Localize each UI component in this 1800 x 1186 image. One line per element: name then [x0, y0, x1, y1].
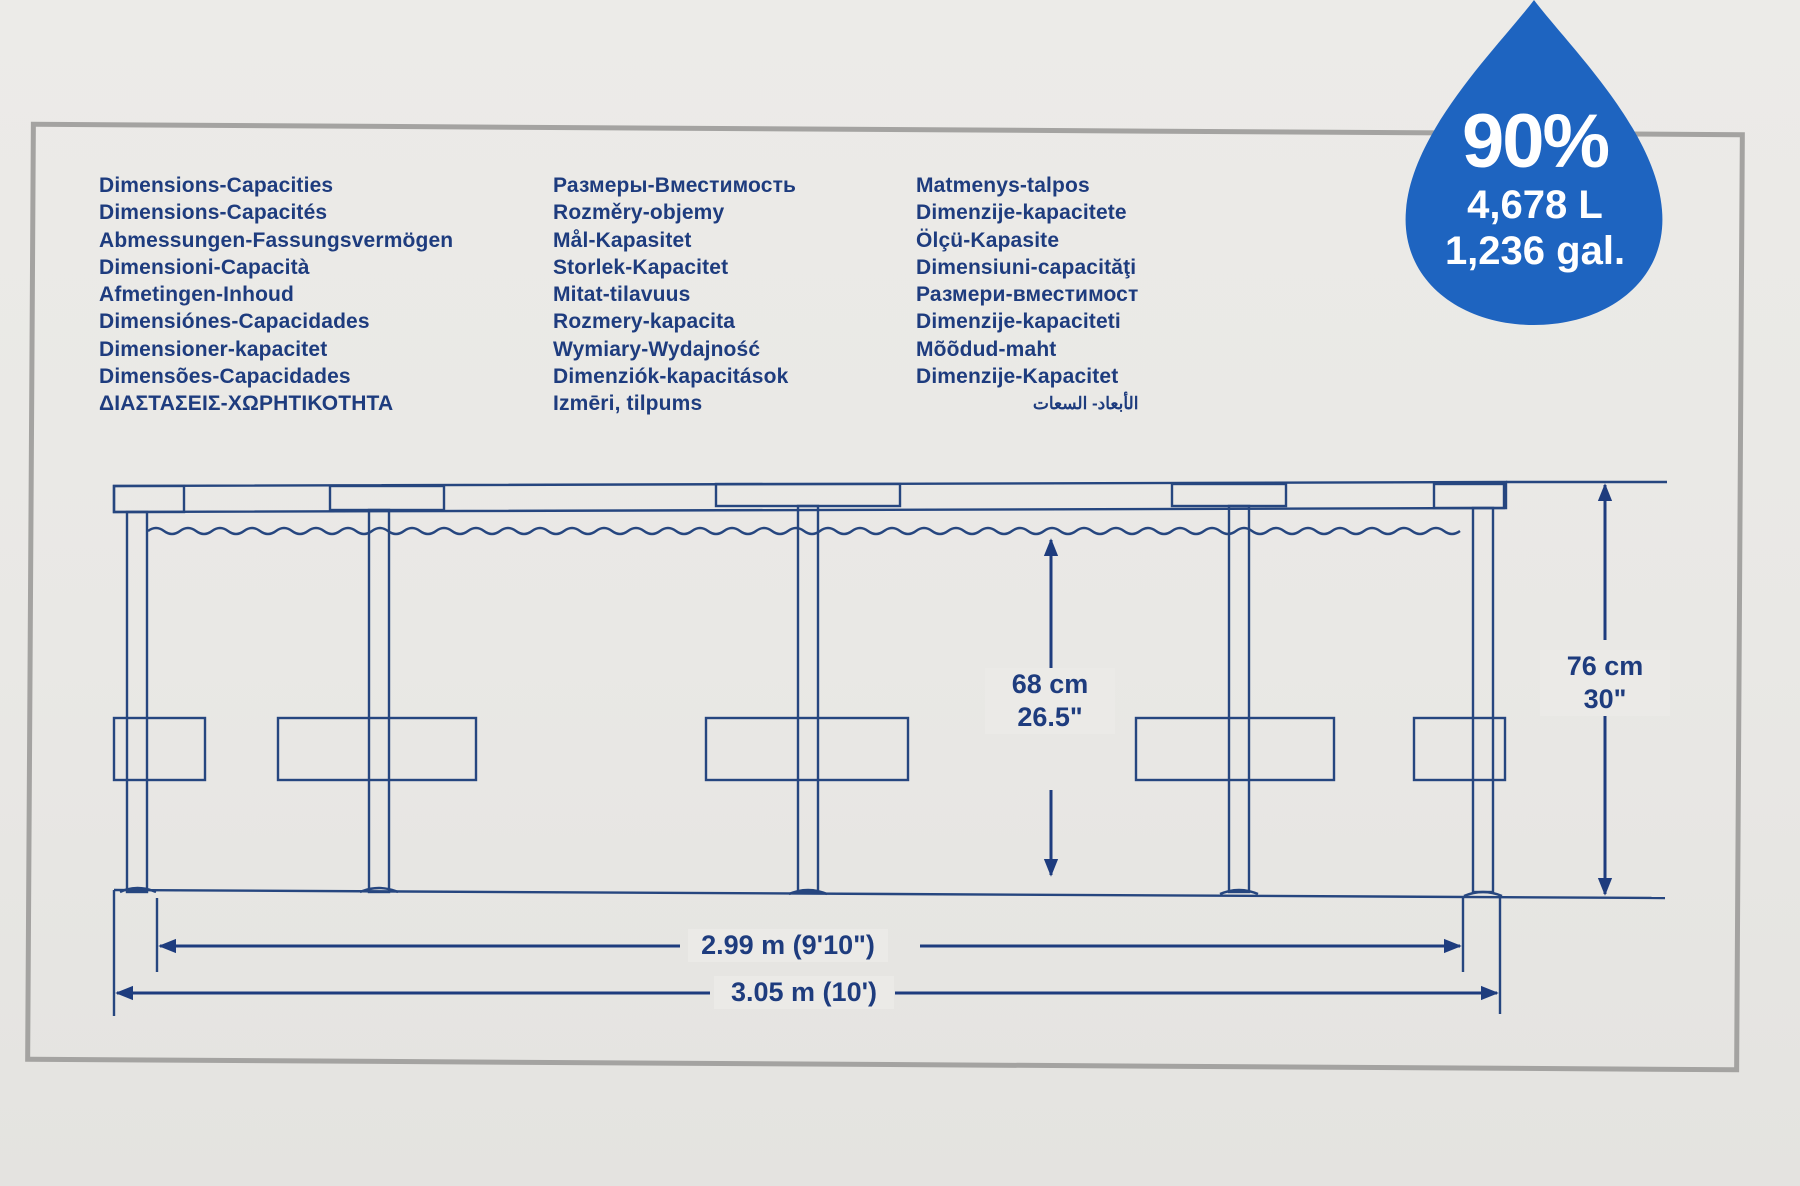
heading-no: Mål-Kapasitet — [553, 228, 692, 252]
capacity-badge: 90% 4,678 L 1,236 gal. — [1410, 102, 1660, 274]
leg — [1227, 504, 1251, 894]
leg-foot — [1219, 888, 1259, 896]
ground-line — [113, 888, 1666, 900]
inner-length-label: 2.99 m (9'10") — [688, 929, 888, 962]
heading-sk: Rozmery-kapacita — [553, 310, 736, 334]
heading-ru: Размеры-Вместимость — [553, 174, 797, 197]
leg — [796, 504, 820, 894]
leg-strap — [704, 716, 910, 782]
leg-foot — [1463, 890, 1503, 898]
heading-ro: Dimensiuni-capacităţi — [916, 255, 1137, 279]
heading-cs: Rozměry-objemy — [553, 201, 725, 225]
capacity-gallons: 1,236 gal. — [1444, 229, 1626, 273]
heading-fr: Dimensions-Capacités — [99, 201, 328, 225]
heading-tr: Ölçü-Kapasite — [916, 228, 1060, 252]
heading-nl: Afmetingen-Inhoud — [99, 283, 295, 307]
heading-it: Dimensioni-Capacità — [99, 255, 310, 279]
capacity-liters: 4,678 L — [1467, 183, 1603, 227]
heading-es: Dimensiónes-Capacidades — [99, 310, 370, 334]
leg-foot — [359, 886, 399, 894]
water-depth-in: 26.5" — [985, 701, 1115, 734]
heading-hu: Dimenziók-kapacitások — [553, 365, 789, 389]
water-depth-label: 68 cm 26.5" — [985, 668, 1115, 734]
heading-column-1: Dimensions-Capacities Dimensions-Capacit… — [99, 172, 453, 418]
top-rail — [112, 480, 1508, 514]
heading-lv: Izmēri, tilpums — [553, 392, 703, 416]
leg-foot — [788, 888, 828, 896]
heading-de: Abmessungen-Fassungsvermögen — [99, 228, 454, 252]
heading-sv: Storlek-Kapacitet — [553, 255, 729, 279]
heading-column-2: Размеры-Вместимость Rozměry-objemy Mål-K… — [553, 172, 796, 418]
rail-connector — [1432, 482, 1506, 510]
heading-lt: Matmenys-talpos — [916, 174, 1090, 197]
leg-strap — [276, 716, 478, 782]
heading-bg: Размери-вместимост — [916, 283, 1139, 307]
leg-strap — [112, 716, 207, 782]
heading-et: Mõõdud-maht — [916, 337, 1057, 361]
leg-foot — [119, 886, 157, 894]
rail-connector — [714, 482, 902, 508]
corner-leg-left — [125, 510, 149, 894]
heading-ar: الأبعاد- السعات — [1032, 394, 1139, 414]
heading-bs: Dimenzije-Kapacitet — [916, 365, 1119, 389]
water-depth-cm: 68 cm — [985, 668, 1115, 701]
wall-height-cm: 76 cm — [1540, 650, 1670, 683]
heading-sl: Dimenzije-kapaciteti — [916, 310, 1121, 334]
heading-el: ΔΙΑΣΤΑΣΕΙΣ-ΧΩΡΗΤΙΚΟΤΗΤΑ — [99, 392, 394, 416]
leg-strap — [1412, 716, 1507, 782]
rail-connector — [1170, 482, 1288, 508]
wall-height-label: 76 cm 30" — [1540, 650, 1670, 716]
heading-da: Dimensioner-kapacitet — [99, 337, 328, 361]
heading-en: Dimensions-Capacities — [99, 174, 334, 197]
wall-height-in: 30" — [1540, 683, 1670, 716]
leg — [367, 508, 391, 894]
corner-leg-right — [1471, 506, 1495, 894]
rail-connector — [328, 484, 446, 512]
capacity-percent: 90% — [1461, 99, 1610, 184]
inner-length-text: 2.99 m (9'10") — [688, 929, 888, 962]
outer-length-text: 3.05 m (10') — [714, 976, 894, 1009]
heading-hr: Dimenzije-kapacitete — [916, 201, 1127, 225]
leg-strap — [1134, 716, 1336, 782]
heading-fi: Mitat-tilavuus — [553, 283, 691, 307]
water-surface — [147, 526, 1461, 536]
outer-length-label: 3.05 m (10') — [714, 976, 894, 1009]
heading-column-3: Matmenys-talpos Dimenzije-kapacitete Ölç… — [916, 172, 1138, 418]
heading-pt: Dimensões-Capacidades — [99, 365, 351, 389]
heading-pl: Wymiary-Wydajność — [553, 337, 761, 361]
rail-connector — [112, 484, 186, 514]
